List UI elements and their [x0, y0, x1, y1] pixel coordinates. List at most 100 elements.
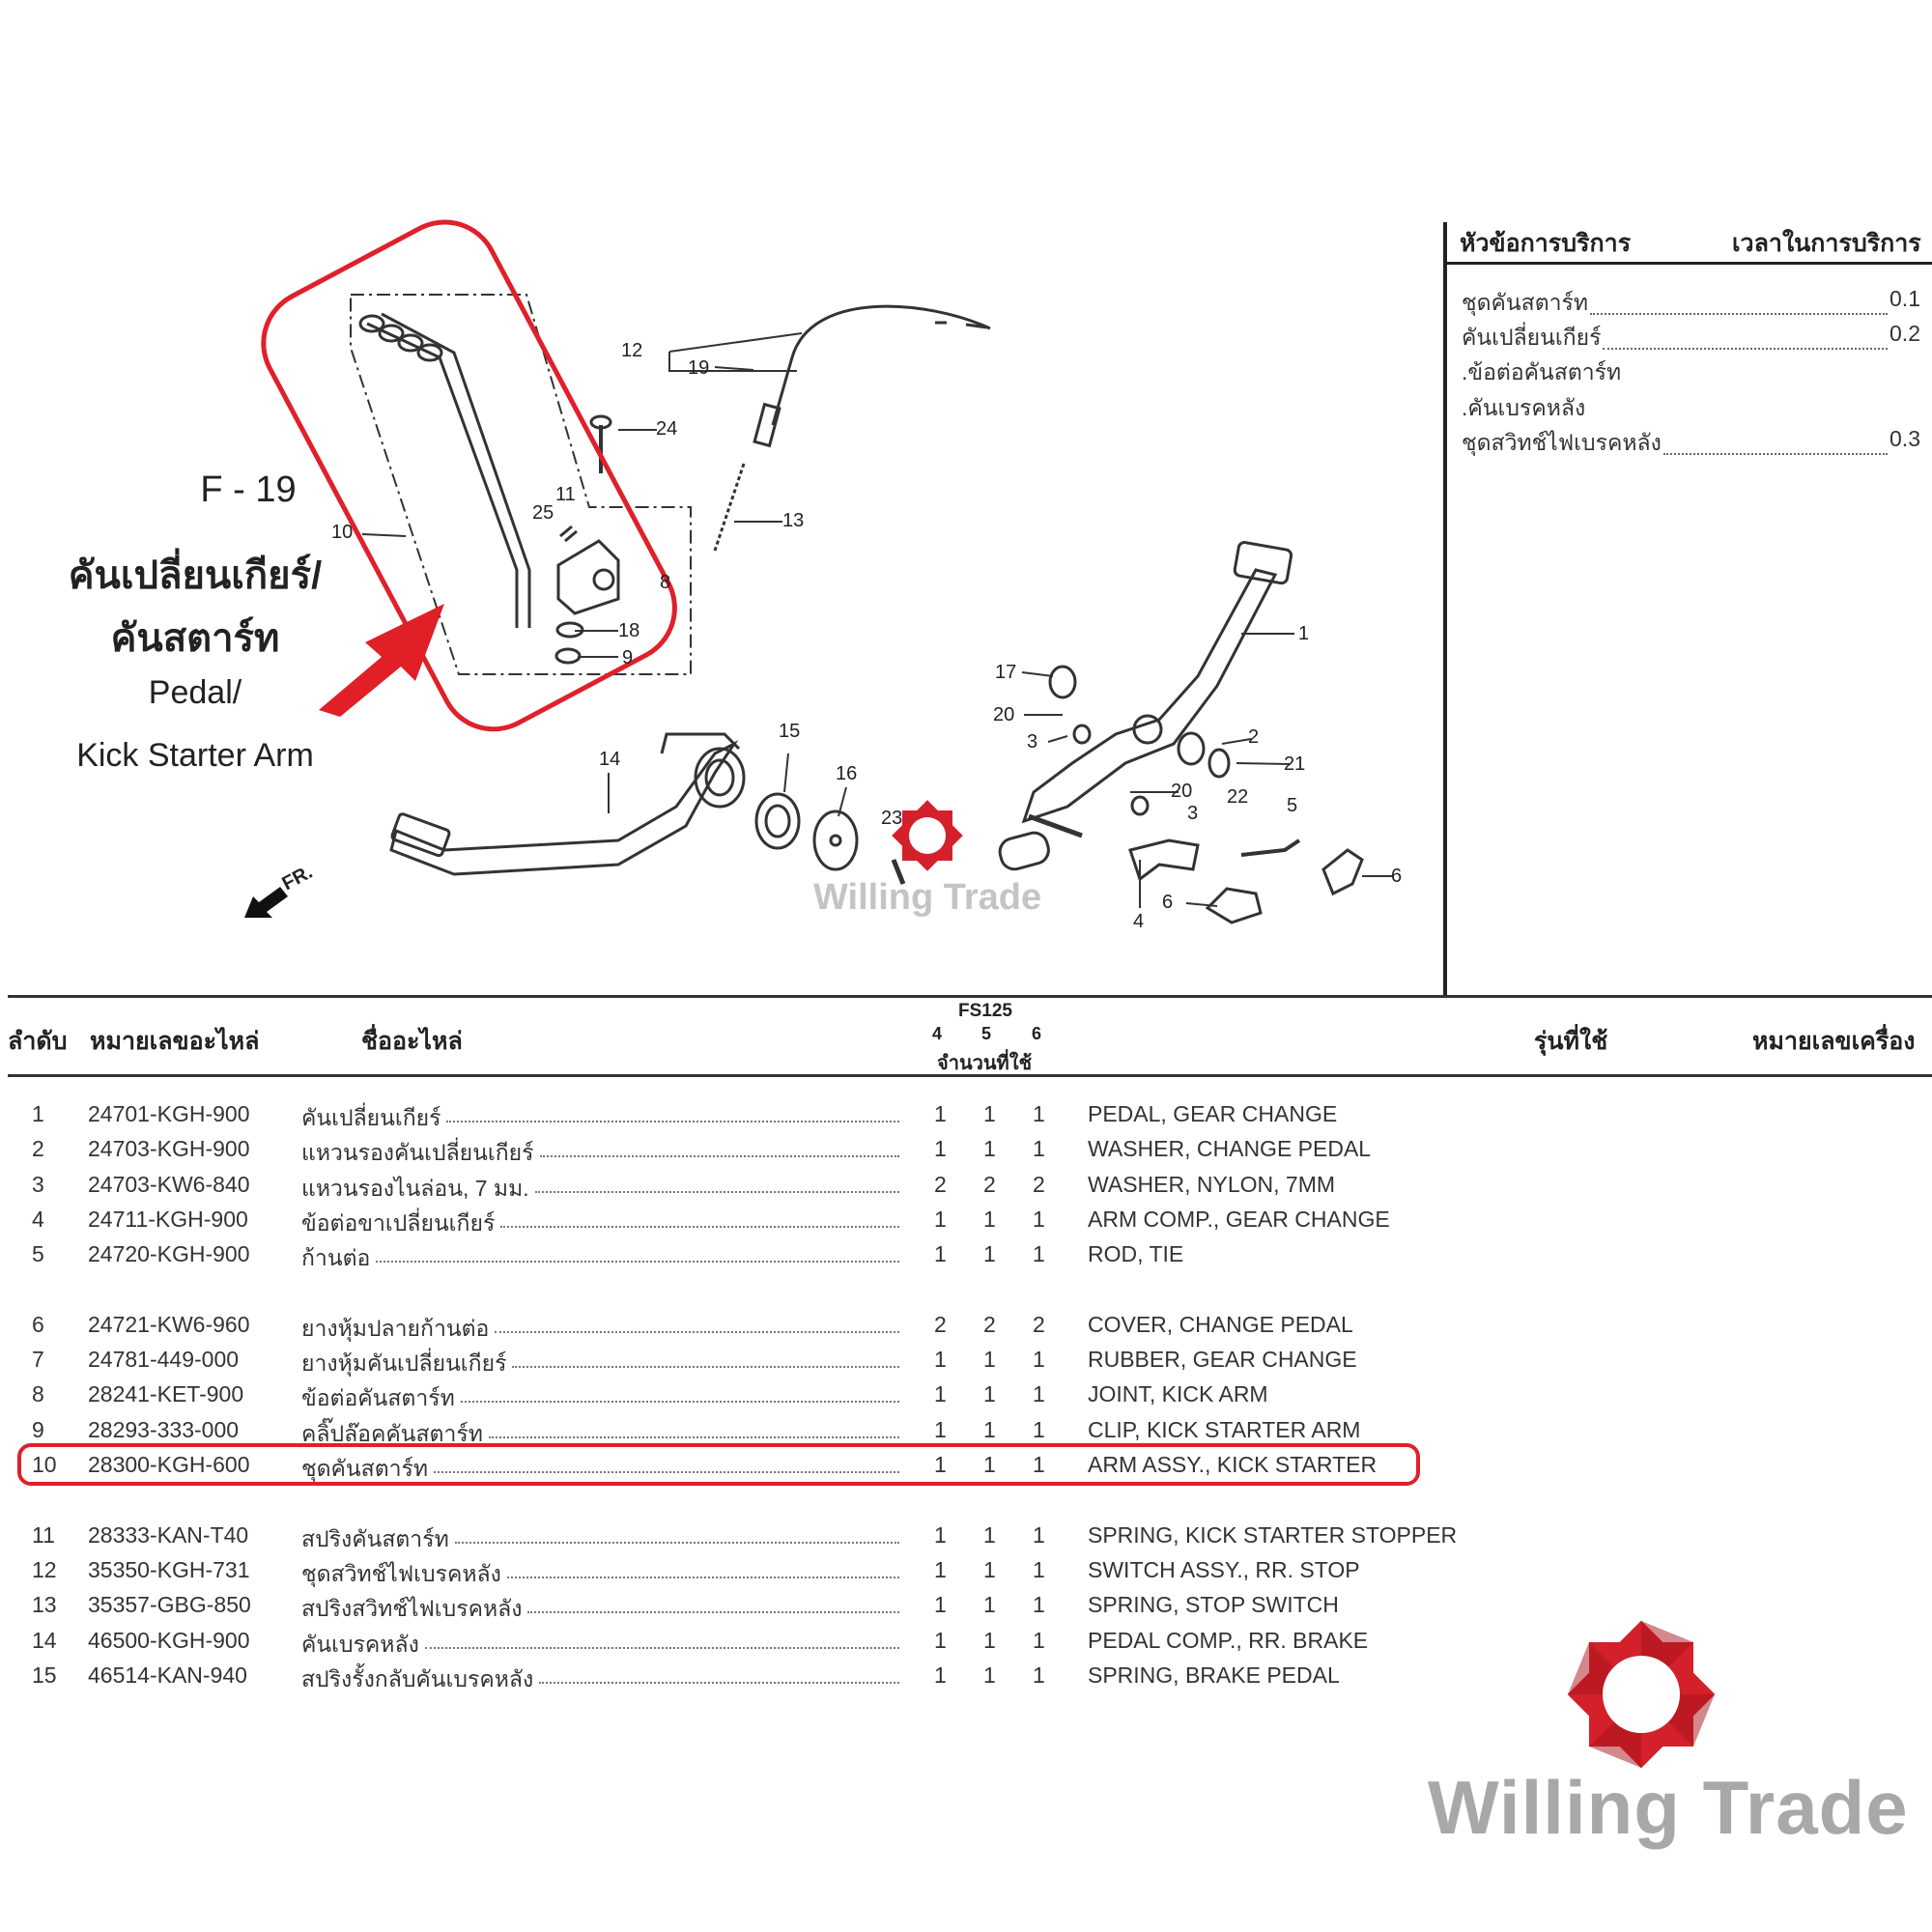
row-qty-4: 2 — [934, 1171, 947, 1197]
row-index: 5 — [32, 1241, 44, 1267]
row-name-en: COVER, CHANGE PEDAL — [1088, 1311, 1353, 1337]
header-engine-no: หมายเลขเครื่อง — [1752, 1028, 1916, 1055]
row-part-number: 24711-KGH-900 — [88, 1206, 248, 1232]
row-name-th: สปริงคันสตาร์ท — [301, 1525, 449, 1551]
row-qty-6: 1 — [1033, 1101, 1045, 1126]
row-index: 8 — [32, 1381, 44, 1407]
row-qty-6: 1 — [1033, 1592, 1045, 1618]
callout-1: 1 — [1298, 623, 1310, 644]
figure-title-en-2: Kick Starter Arm — [76, 737, 314, 774]
row-name-en: ARM COMP., GEAR CHANGE — [1088, 1206, 1390, 1232]
row-name-th: คันเบรคหลัง — [301, 1631, 419, 1657]
row-part-number: 24721-KW6-960 — [88, 1311, 250, 1337]
row-name-en: WASHER, CHANGE PEDAL — [1088, 1136, 1372, 1162]
service-item-label: คันเปลี่ยนเกียร์ — [1462, 325, 1602, 350]
leader-dots — [489, 1435, 899, 1438]
callout-6: 6 — [1391, 866, 1403, 887]
row-part-number: 24781-449-000 — [88, 1347, 240, 1373]
front-arrow-icon — [244, 887, 288, 918]
row-qty-4: 1 — [934, 1521, 947, 1548]
row-qty-6: 1 — [1033, 1521, 1045, 1548]
callout-4: 4 — [1133, 911, 1145, 932]
red-arrow-icon — [319, 604, 444, 717]
row-qty-5: 1 — [983, 1381, 996, 1407]
leader-dots — [539, 1681, 899, 1684]
row-index: 13 — [32, 1592, 57, 1618]
header-variant-6: 6 — [1032, 1024, 1042, 1043]
leader-dots — [461, 1401, 899, 1404]
row-index: 15 — [32, 1662, 57, 1688]
table-top-rule — [8, 995, 1932, 998]
service-item-time: 0.2 — [1889, 321, 1920, 346]
row-qty-4: 2 — [934, 1311, 947, 1337]
row-qty-5: 1 — [983, 1241, 996, 1267]
header-variant-5: 5 — [981, 1024, 992, 1043]
row-qty-6: 1 — [1033, 1452, 1045, 1477]
service-divider — [1443, 222, 1447, 995]
leader-dots — [455, 1541, 899, 1544]
row-qty-6: 2 — [1033, 1311, 1045, 1337]
row-name-en: SPRING, BRAKE PEDAL — [1088, 1662, 1340, 1688]
callout-5: 5 — [1287, 795, 1298, 816]
row-index: 7 — [32, 1347, 44, 1373]
row-qty-6: 1 — [1033, 1136, 1045, 1162]
service-item: .ข้อต่อคันสตาร์ท — [1462, 355, 1920, 390]
callout-2: 2 — [1248, 726, 1260, 748]
kick-arm-part — [366, 312, 531, 628]
figure-title-th-2: คันสตาร์ท — [110, 617, 280, 660]
callout-3: 3 — [1027, 731, 1038, 753]
leader-dots — [500, 1225, 899, 1228]
callout-23: 23 — [881, 808, 903, 829]
leader-dots — [540, 1155, 899, 1158]
callout-21: 21 — [1284, 753, 1306, 775]
header-name: ชื่ออะไหล่ — [361, 1028, 463, 1055]
service-header-time: เวลาในการบริการ — [1732, 230, 1921, 257]
service-header-rule — [1445, 262, 1932, 265]
header-index: ลำดับ — [8, 1028, 68, 1055]
row-name-en: PEDAL COMP., RR. BRAKE — [1088, 1627, 1369, 1653]
leader-dots — [434, 1471, 899, 1473]
row-qty-4: 1 — [934, 1662, 947, 1688]
row-qty-5: 1 — [983, 1136, 996, 1162]
figure-title-th-1: คันเปลี่ยนเกียร์/ — [68, 554, 323, 597]
row-highlight-outline — [17, 1443, 1420, 1486]
service-item-time: 0.1 — [1889, 286, 1920, 311]
row-part-number: 46514-KAN-940 — [88, 1662, 247, 1688]
row-part-number: 46500-KGH-900 — [88, 1627, 250, 1653]
row-index: 11 — [32, 1521, 55, 1548]
row-name-en: RUBBER, GEAR CHANGE — [1088, 1347, 1357, 1373]
row-qty-4: 1 — [934, 1627, 947, 1653]
row-qty-5: 1 — [983, 1347, 996, 1373]
row-qty-5: 1 — [983, 1206, 996, 1232]
row-name-en: SWITCH ASSY., RR. STOP — [1088, 1556, 1360, 1582]
callout-9: 9 — [622, 647, 634, 668]
leader-dots — [535, 1190, 899, 1193]
row-name-th: ข้อต่อขาเปลี่ยนเกียร์ — [301, 1209, 496, 1236]
kick-arm-grip — [358, 314, 443, 362]
row-name-th: สปริงสวิทช์ไฟเบรคหลัง — [301, 1596, 523, 1622]
callout-16: 16 — [836, 763, 858, 784]
row-qty-4: 1 — [934, 1381, 947, 1407]
brake-pedal-part — [389, 740, 739, 876]
row-qty-4: 1 — [934, 1556, 947, 1582]
gear-pedal-part — [1021, 568, 1278, 824]
row-name-th: คลิ๊ปล๊อคคันสตาร์ท — [301, 1420, 483, 1446]
row-name-th: ชุดสวิทช์ไฟเบรคหลัง — [301, 1560, 501, 1586]
leader-dots — [507, 1576, 899, 1578]
row-qty-5: 1 — [983, 1592, 996, 1618]
row-qty-5: 1 — [983, 1452, 996, 1477]
callout-17: 17 — [995, 662, 1017, 683]
callout-8: 8 — [660, 572, 671, 593]
header-model: FS125 — [958, 1001, 1012, 1021]
row-index: 3 — [32, 1171, 44, 1197]
row-index: 4 — [32, 1206, 44, 1232]
